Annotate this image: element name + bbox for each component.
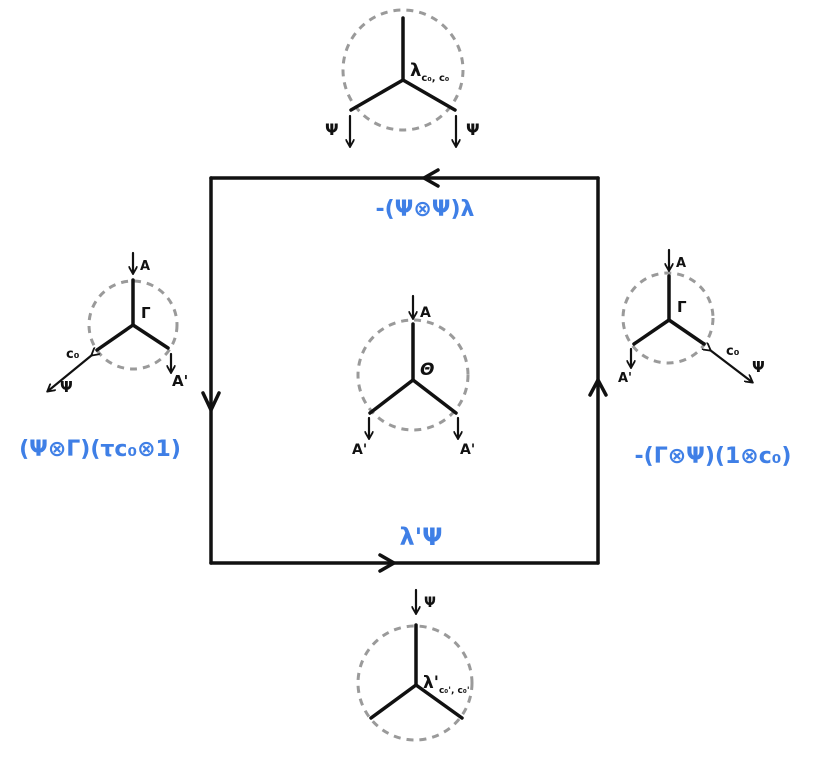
vertex-circle — [621, 271, 715, 365]
arrowhead-left-down — [201, 391, 221, 412]
vertex-leg — [632, 318, 671, 346]
vertex-circle — [356, 318, 470, 432]
label-lower-left-1: c₀ — [66, 347, 80, 362]
edge-label-right: -(Γ⊗Ψ)(1⊗c₀) — [635, 444, 792, 469]
arrowhead-top-left — [422, 168, 440, 188]
label-top: Ψ — [424, 595, 436, 611]
vertex-leg — [368, 378, 415, 415]
vertex-leg — [349, 78, 405, 112]
label-lower-left: A' — [352, 442, 367, 458]
arrowhead-bottom-right — [378, 553, 396, 573]
label-lower-left-2: Ψ — [60, 378, 73, 396]
vertex-label: λc₀, c₀ — [410, 60, 449, 84]
leg-label: Ψ — [325, 120, 339, 139]
vertex-label: Θ — [420, 360, 434, 380]
vertex-bottom: Ψ λ'c₀', c₀' — [356, 588, 474, 742]
vertex-top: λc₀, c₀ Ψ Ψ — [325, 8, 480, 146]
edge-label-top: -(Ψ⊗Ψ)λ — [376, 197, 475, 222]
vertex-leg — [401, 78, 457, 112]
vertex-label: Γ — [677, 298, 687, 316]
vertex-label: Γ — [141, 304, 151, 322]
leg-label: Ψ — [466, 120, 480, 139]
vertex-leg — [95, 323, 135, 352]
label-lower-right-2: Ψ — [752, 358, 765, 376]
vertex-left: A Γ A' c₀ Ψ — [48, 251, 188, 396]
vertex-right: A Γ A' c₀ Ψ — [618, 248, 765, 386]
vertex-circle — [341, 8, 465, 132]
label-lower-right: A' — [172, 372, 188, 390]
vertex-center: A Θ A' A' — [352, 294, 475, 458]
edge-label-bottom: λ'Ψ — [400, 523, 443, 551]
vertex-leg — [411, 378, 458, 415]
label-lower-left: A' — [618, 371, 632, 386]
vertex-leg — [369, 683, 418, 720]
label-top: A — [676, 256, 686, 271]
label-top: A — [140, 259, 150, 274]
vertex-label: λ'c₀', c₀' — [423, 673, 470, 696]
vertex-circle — [87, 279, 179, 371]
square-frame — [201, 168, 608, 573]
label-lower-right-1: c₀ — [726, 344, 740, 359]
vertex-leg — [667, 318, 706, 346]
edge-label-left: (Ψ⊗Γ)(τc₀⊗1) — [19, 437, 181, 462]
arrowhead-right-up — [588, 378, 608, 397]
double-arrow — [48, 355, 92, 391]
vertex-circle — [356, 624, 474, 742]
vertex-leg — [414, 683, 464, 720]
double-arrow — [710, 350, 752, 382]
label-top: A — [420, 305, 431, 321]
vertex-leg — [131, 323, 170, 350]
label-lower-right: A' — [460, 442, 475, 458]
